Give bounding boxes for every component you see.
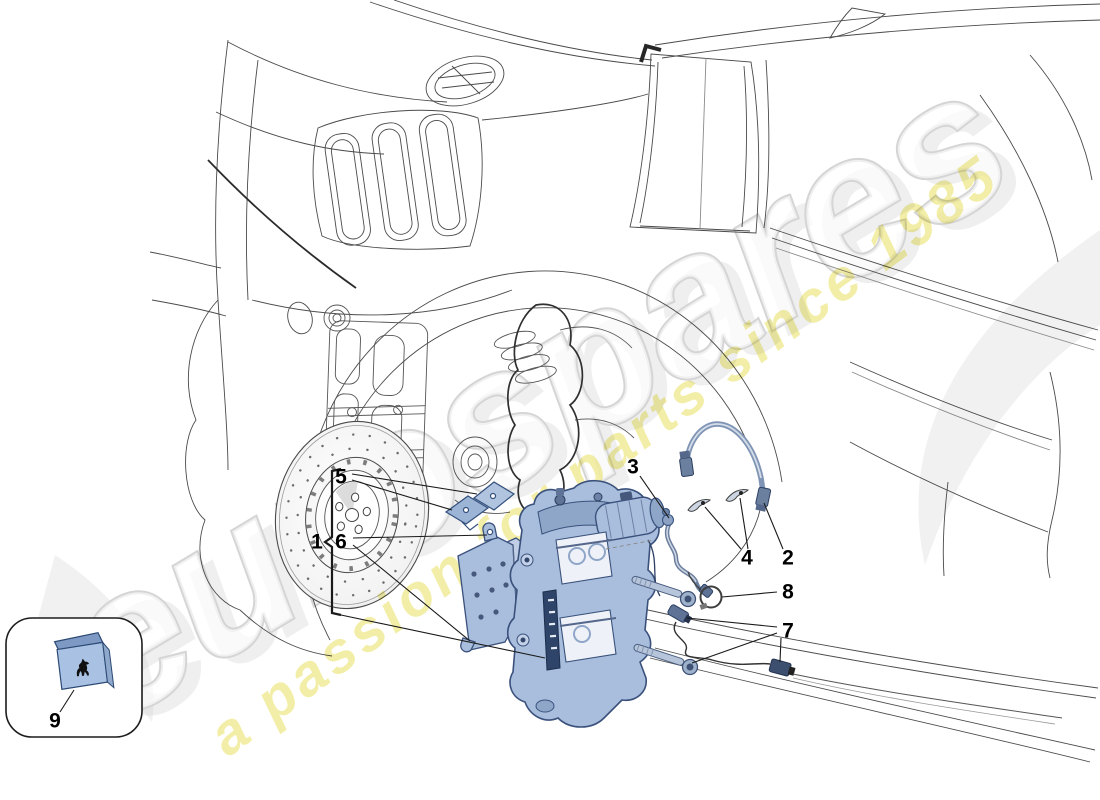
callout-6[interactable]: 6 (335, 530, 347, 554)
brake-caliper (506, 479, 666, 728)
callout-4[interactable]: 4 (741, 546, 753, 570)
lug-holes (335, 492, 371, 535)
callout-1[interactable]: 1 (311, 530, 323, 554)
hose-clips (687, 489, 749, 512)
callout-2[interactable]: 2 (782, 546, 794, 570)
disc-drill-holes-inner (296, 447, 408, 583)
callout-leaders (59, 467, 784, 713)
handbook (53, 631, 115, 691)
handbook-box (5, 617, 143, 738)
callout-1-bracket (323, 467, 342, 617)
caliper-windows (555, 531, 617, 663)
caliper-bolts (631, 575, 699, 676)
banjo-hose (662, 508, 714, 598)
callout-7[interactable]: 7 (782, 619, 794, 643)
fender-crease (207, 159, 357, 289)
callout-8[interactable]: 8 (782, 580, 794, 604)
brake-hose (679, 421, 772, 512)
pad-wear-sensors (444, 481, 516, 531)
caliper-brand-strip (542, 589, 561, 671)
abs-sensor-cable (667, 604, 1063, 725)
hub-shading (335, 481, 358, 515)
coil-spring (493, 330, 557, 384)
cable-loop (687, 571, 723, 610)
callout-9[interactable]: 9 (49, 709, 61, 733)
prancing-horse-icon (76, 658, 90, 677)
callout-3[interactable]: 3 (627, 455, 639, 479)
quarter-window (629, 43, 760, 234)
fender-louvres (312, 109, 483, 250)
car-outline (149, 0, 1100, 763)
caliper-actuator (594, 491, 666, 541)
fuel-cap (425, 55, 505, 107)
pad-backplate-holes (471, 561, 509, 620)
callout-5[interactable]: 5 (335, 465, 347, 489)
disc-hub-clips (306, 458, 398, 572)
disc-drill-holes-outer (285, 433, 419, 597)
